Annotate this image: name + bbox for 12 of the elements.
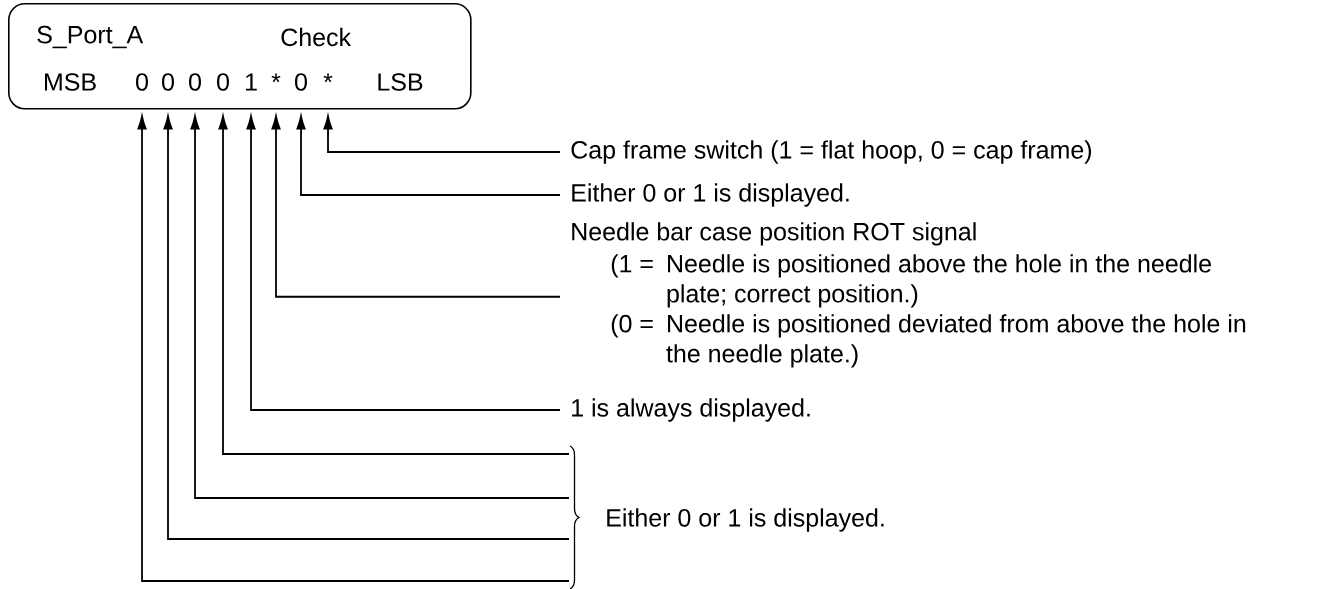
- leader-arrow: [246, 115, 561, 411]
- display-screen: S_Port_A Check MSB 0 0 0 0 1 * 0 * LSB: [8, 3, 472, 110]
- annotation-text: Either 0 or 1 is displayed.: [572, 183, 849, 207]
- leader-arrow: [323, 115, 561, 153]
- leader-arrow: [190, 115, 570, 499]
- annotation-text: Cap frame switch (1 = flat hoop, 0 = cap frame): [571, 140, 1092, 164]
- annotation-text: Either 0 or 1 is displayed.: [607, 508, 884, 532]
- annotation-text: Needle bar case position ROT signal (1 = Needle is positioned above the hole in the needle plate; correct position.) (0 = Needle is positioned deviated from above the hole in the needle plate.): [572, 222, 1246, 368]
- leader-arrow: [218, 115, 570, 455]
- annotation-text: 1 is always displayed.: [572, 398, 810, 422]
- leader-arrow: [271, 115, 561, 298]
- leader-arrow: [296, 115, 561, 196]
